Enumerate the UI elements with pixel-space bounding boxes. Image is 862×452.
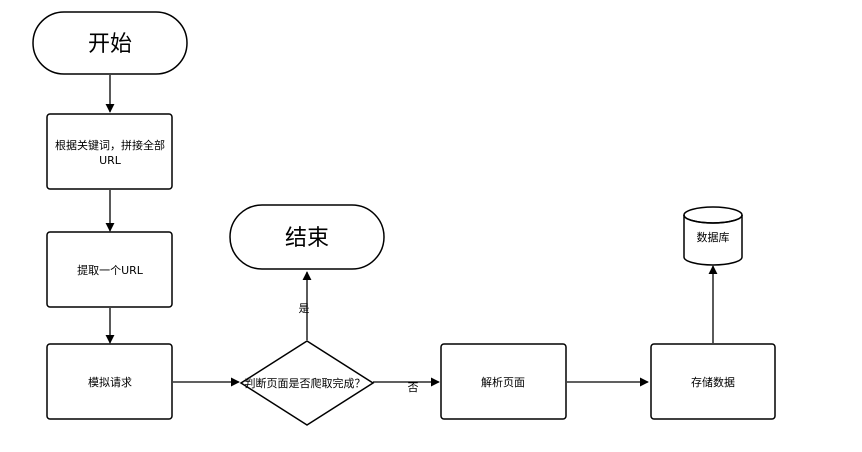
fetch-url-label: 提取一个URL (77, 264, 144, 277)
end-label: 结束 (285, 226, 329, 251)
start-node: 开始 (32, 11, 188, 75)
parse-page-node: 解析页面 (440, 343, 567, 420)
start-label: 开始 (88, 32, 132, 57)
parse-page-label: 解析页面 (481, 375, 525, 389)
build-url-node: 根据关键词，拼接全部 URL (46, 113, 173, 190)
store-data-label: 存储数据 (691, 375, 735, 389)
store-data-node: 存储数据 (650, 343, 776, 420)
end-node: 结束 (229, 204, 385, 270)
edge-label-yes: 是 (299, 302, 310, 315)
simulate-request-node: 模拟请求 (46, 343, 173, 420)
build-url-label-line1: 根据关键词，拼接全部 (55, 138, 165, 152)
fetch-url-node: 提取一个URL (46, 231, 173, 308)
edge-label-no: 否 (408, 381, 419, 394)
build-url-label-line2: URL (99, 154, 122, 167)
database-node: 数据库 (683, 206, 743, 266)
simulate-request-label: 模拟请求 (88, 375, 132, 389)
decision-node: 判断页面是否爬取完成？ (239, 340, 375, 426)
database-label: 数据库 (697, 230, 730, 244)
decision-label: 判断页面是否爬取完成？ (245, 376, 366, 390)
